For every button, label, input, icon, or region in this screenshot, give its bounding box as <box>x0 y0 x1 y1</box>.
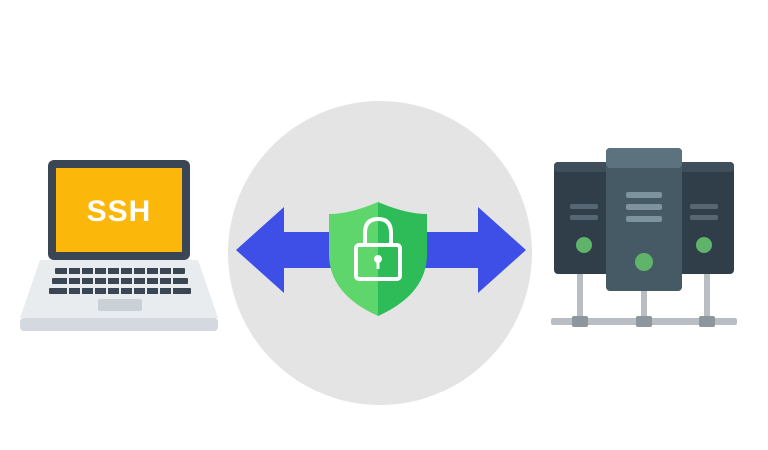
server-network-nodes <box>572 316 715 327</box>
laptop-icon: SSH <box>20 160 218 331</box>
laptop-touchpad <box>98 299 142 311</box>
server-unit-center <box>606 148 682 291</box>
padlock-keyhole <box>374 255 382 263</box>
server-rack-icon <box>551 148 737 327</box>
padlock-keyhole-slot <box>376 261 380 269</box>
laptop-screen-label: SSH <box>87 195 152 228</box>
padlock-shackle <box>363 216 393 246</box>
laptop-screen <box>56 168 182 252</box>
padlock-icon <box>354 216 402 281</box>
server-unit-right <box>678 162 734 274</box>
laptop-keyboard-gaps <box>67 268 173 294</box>
padlock-body <box>354 243 402 281</box>
server-center-led <box>635 253 653 271</box>
server-unit-left <box>554 162 610 274</box>
server-right-led <box>696 237 712 253</box>
server-left-led <box>576 237 592 253</box>
laptop-base-edge <box>20 318 218 331</box>
